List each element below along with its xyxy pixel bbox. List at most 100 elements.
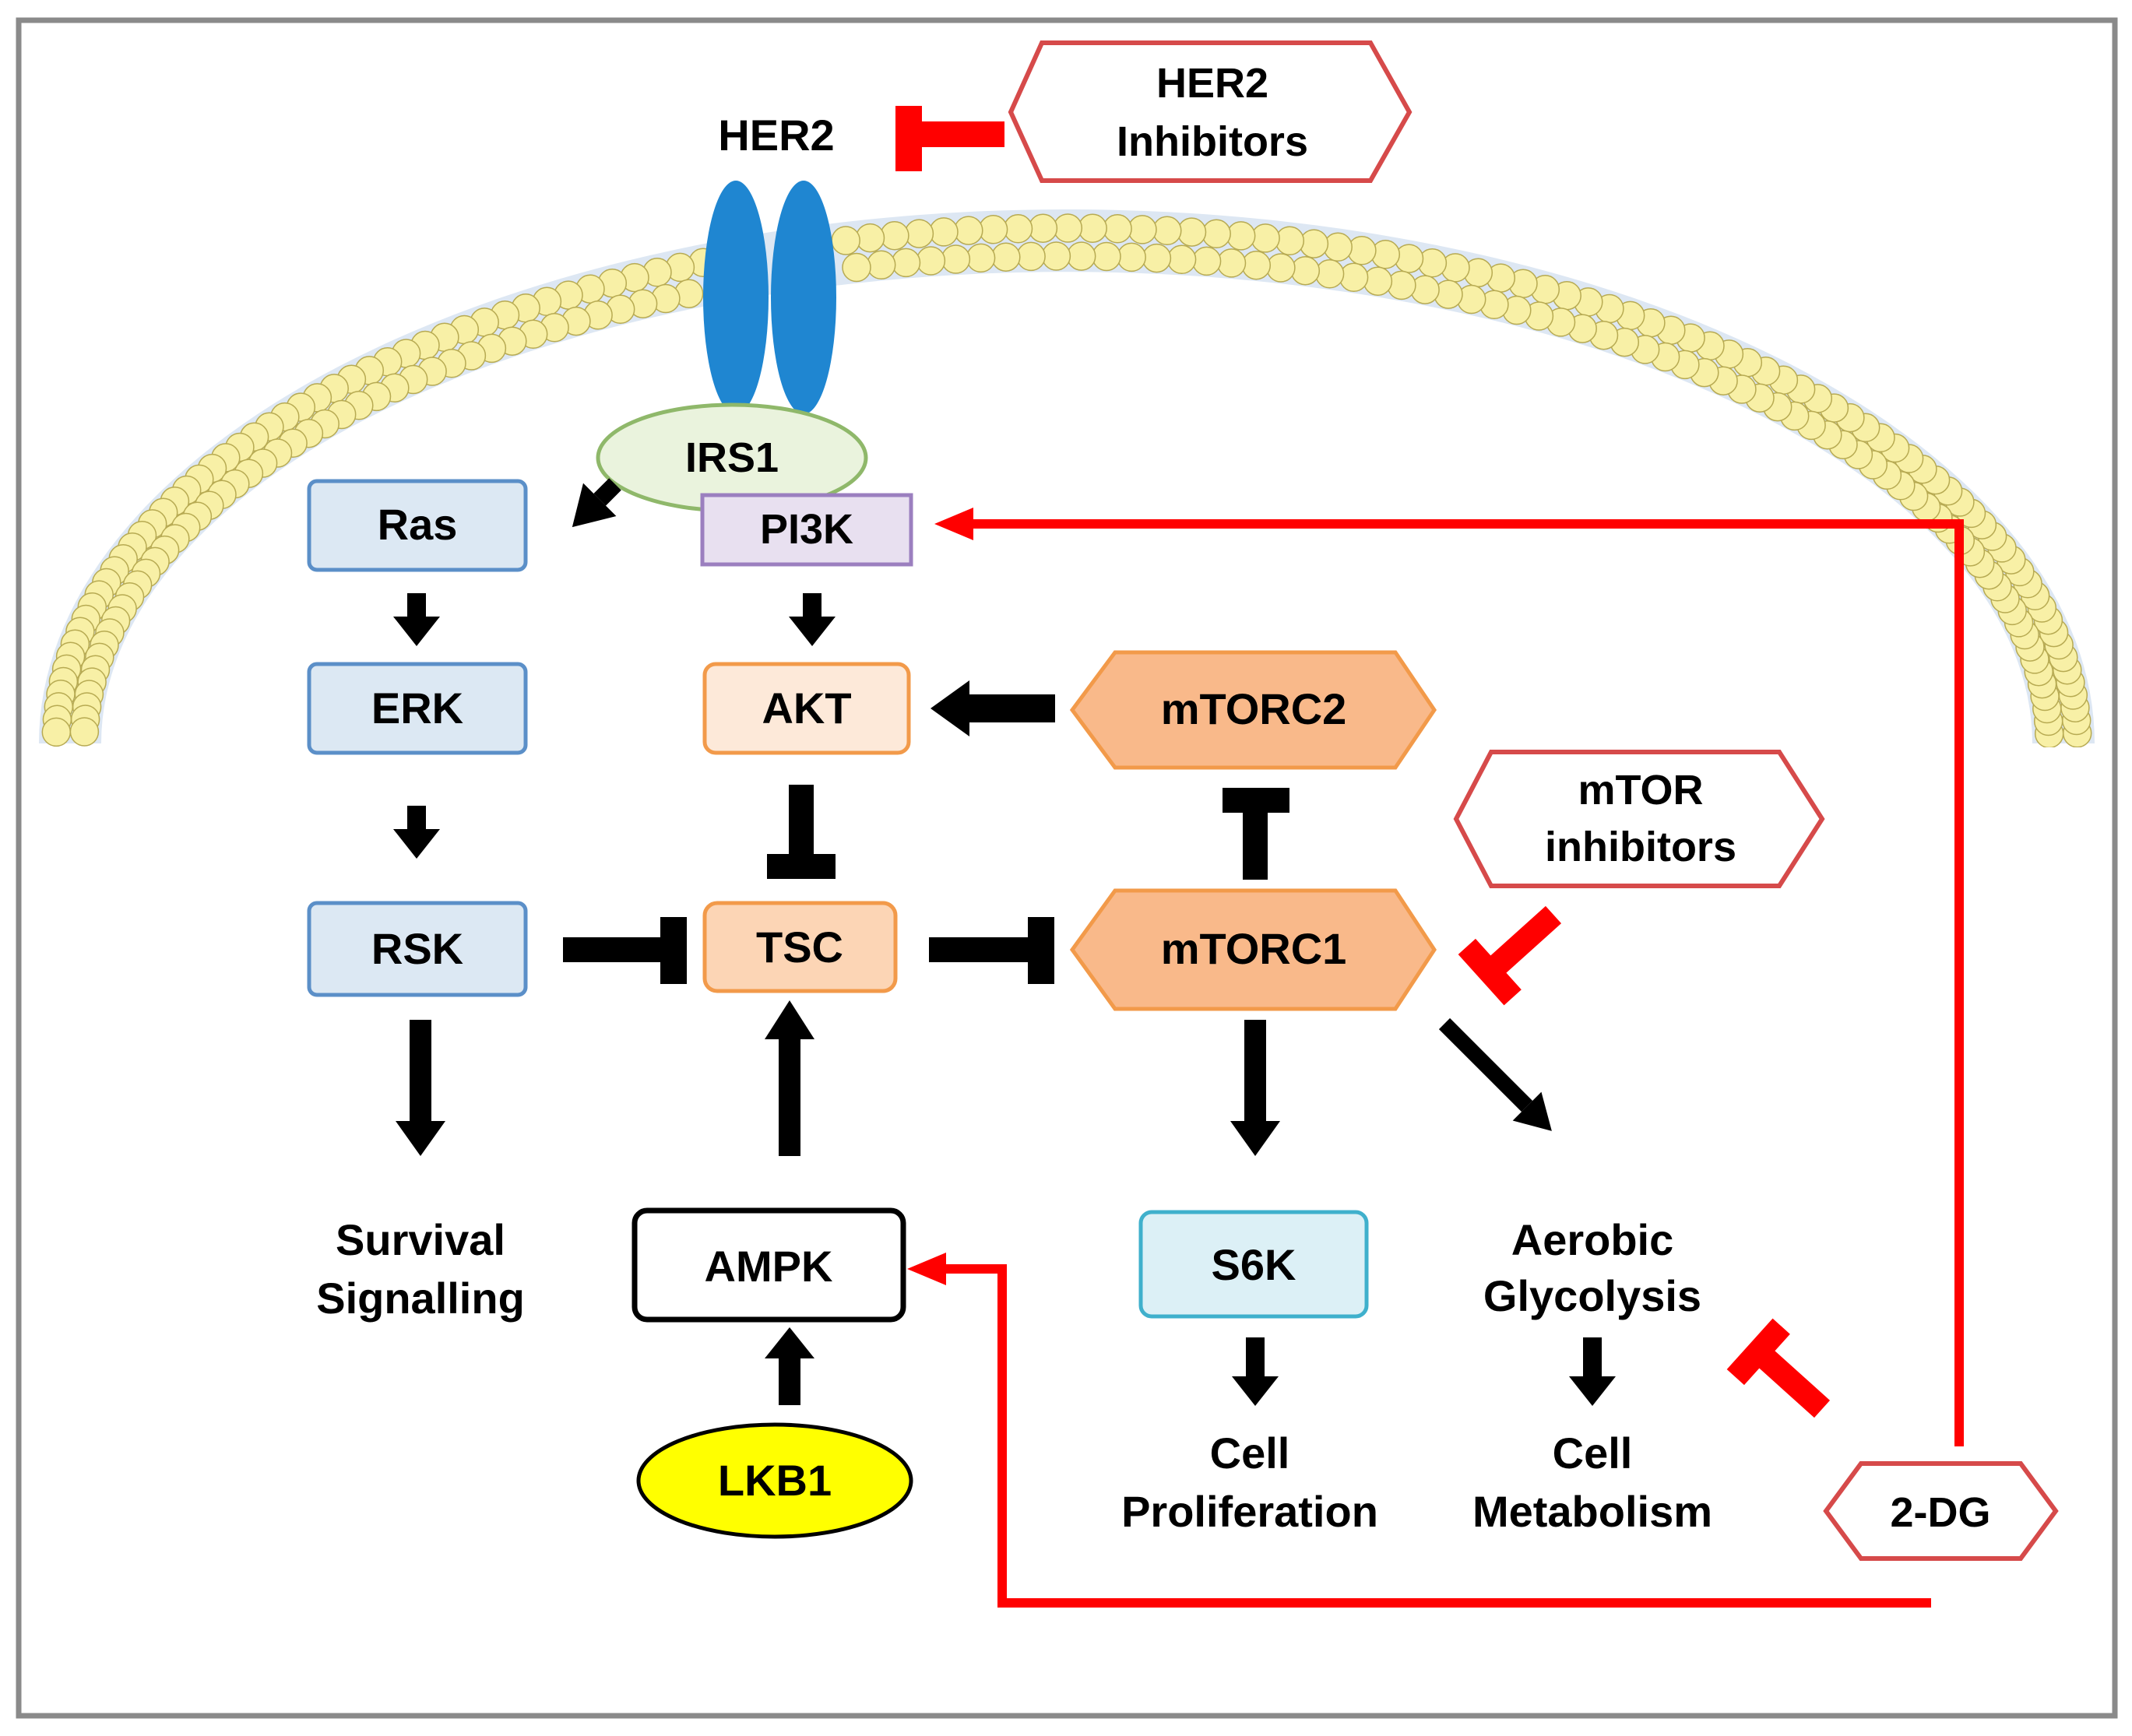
lipid-head: [966, 243, 996, 273]
lkb1-label: LKB1: [718, 1456, 832, 1505]
lipid-head: [1028, 213, 1058, 243]
two-dg-label: 2-DG: [1890, 1489, 1990, 1536]
tbar-akt-inhibits-tsc: [767, 785, 836, 879]
lipid-head: [991, 242, 1021, 272]
lipid-head: [1092, 241, 1121, 272]
her2-receptor: [703, 181, 836, 414]
arrowhead-2dg-to-pi3k: [934, 508, 973, 540]
lipid-head: [1066, 241, 1096, 271]
tbar-rsk-inhibits-tsc: [563, 917, 687, 984]
arrow-lkb1-to-ampk: [765, 1327, 814, 1405]
aerobic-glycolysis-label-line2: Glycolysis: [1483, 1271, 1701, 1320]
lipid-head: [1003, 214, 1033, 244]
lipid-head: [1251, 223, 1280, 253]
her2-inhibitors-label-line1: HER2: [1156, 60, 1268, 107]
survival-signalling-label-line1: Survival: [336, 1215, 505, 1264]
lipid-head: [891, 248, 921, 278]
lipid-head: [1142, 243, 1172, 273]
activation-arrows: [393, 478, 1616, 1406]
tbar-mtorc1-inhibits-mtorc2: [1223, 788, 1289, 880]
ras-label: Ras: [378, 500, 458, 549]
arrow-ras-to-erk: [393, 593, 440, 646]
lipid-head: [1275, 226, 1305, 256]
lipid-head: [1128, 215, 1157, 244]
lkb1-node: [636, 1422, 913, 1539]
mtorc2-label: mTORC2: [1161, 684, 1347, 733]
tsc-node: [702, 901, 898, 993]
lipid-head: [1314, 259, 1345, 289]
cell-metabolism-label-line2: Metabolism: [1472, 1487, 1712, 1536]
lipid-head: [978, 215, 1008, 244]
lipid-head: [1117, 242, 1146, 272]
lipid-head: [1363, 266, 1393, 296]
lipid-head: [1299, 229, 1329, 258]
lipid-head: [1016, 241, 1046, 272]
lipid-head: [941, 244, 971, 274]
arrow-glycolysis-to-cell-metabolism: [1569, 1337, 1616, 1406]
lipid-head: [831, 226, 860, 255]
her2-label: HER2: [718, 111, 834, 160]
tbar-mtor-inhibitors-inhibit-mtorc1: [1458, 905, 1562, 1006]
lipid-head: [1041, 241, 1071, 271]
inhibition-bars: [563, 785, 1289, 984]
arrow-pi3k-to-akt: [789, 593, 836, 646]
lipid-head: [69, 717, 100, 747]
lipid-head: [866, 250, 896, 280]
lipid-head: [916, 246, 946, 276]
arrow-rsk-to-survival: [396, 1020, 445, 1156]
her2-receptor-right: [771, 181, 836, 414]
lipid-head: [1166, 244, 1197, 275]
ampk-label: AMPK: [705, 1242, 833, 1291]
arrow-mtorc1-to-glycolysis: [1438, 1017, 1552, 1131]
mtorc1-label: mTORC1: [1161, 924, 1347, 973]
erk-label: ERK: [371, 684, 463, 733]
her2-receptor-left: [703, 181, 769, 414]
arrow-mtorc2-to-akt: [931, 680, 1055, 736]
ras-node: [307, 479, 528, 572]
erk-node: [307, 662, 528, 755]
mtor-inhibitors-hexagon: [1453, 750, 1825, 888]
line-2dg-to-pi3k: [966, 519, 1964, 1446]
akt-label: AKT: [762, 684, 851, 733]
drug-effects: [907, 508, 1964, 1608]
lipid-head: [1290, 255, 1321, 286]
arrowhead-2dg-to-ampk: [907, 1253, 946, 1285]
pi3k-label: PI3K: [760, 506, 853, 553]
her2-inhibition-tbar: [895, 106, 1004, 171]
ampk-node: [632, 1207, 906, 1323]
line-2dg-to-ampk: [938, 1264, 1931, 1608]
tsc-label: TSC: [756, 922, 843, 972]
lipid-head: [1053, 213, 1083, 243]
lipid-head: [1339, 262, 1369, 293]
mtor-inhibitors-label-line2: inhibitors: [1545, 824, 1736, 870]
lipid-head: [1216, 248, 1247, 278]
cell-membrane: [39, 209, 2095, 747]
lipid-head: [1152, 216, 1182, 246]
figure-frame: [16, 17, 2118, 1719]
lipid-head: [954, 216, 983, 245]
lipid-head: [855, 223, 885, 253]
lipid-head: [880, 220, 909, 251]
two-dg-hexagon: [1823, 1461, 2059, 1561]
her2-inhibitors-hexagon: [1008, 40, 1413, 183]
her2-inhibitors-label-line2: Inhibitors: [1117, 118, 1308, 165]
lipid-head: [1241, 250, 1272, 280]
arrow-irs1-to-ras: [572, 478, 621, 528]
arrow-mtorc1-to-s6k: [1230, 1020, 1280, 1156]
cell-metabolism-label-line1: Cell: [1553, 1429, 1633, 1478]
aerobic-glycolysis-label-line1: Aerobic: [1511, 1215, 1674, 1264]
lipid-head: [842, 252, 871, 283]
s6k-label: S6K: [1212, 1240, 1296, 1289]
lipid-head: [1078, 213, 1107, 243]
irs1-label: IRS1: [685, 434, 779, 481]
rsk-node: [307, 901, 528, 997]
lipid-head: [904, 219, 934, 248]
lipid-head: [929, 217, 959, 247]
cell-proliferation-label-line2: Proliferation: [1121, 1487, 1378, 1536]
arrow-s6k-to-cell-proliferation: [1232, 1337, 1279, 1406]
pi3k-node: [700, 493, 913, 567]
lipid-head: [1191, 246, 1222, 276]
tbar-tsc-inhibits-mtorc1: [929, 917, 1054, 984]
tbar-2dg-inhibits-glycolysis: [1726, 1318, 1831, 1418]
